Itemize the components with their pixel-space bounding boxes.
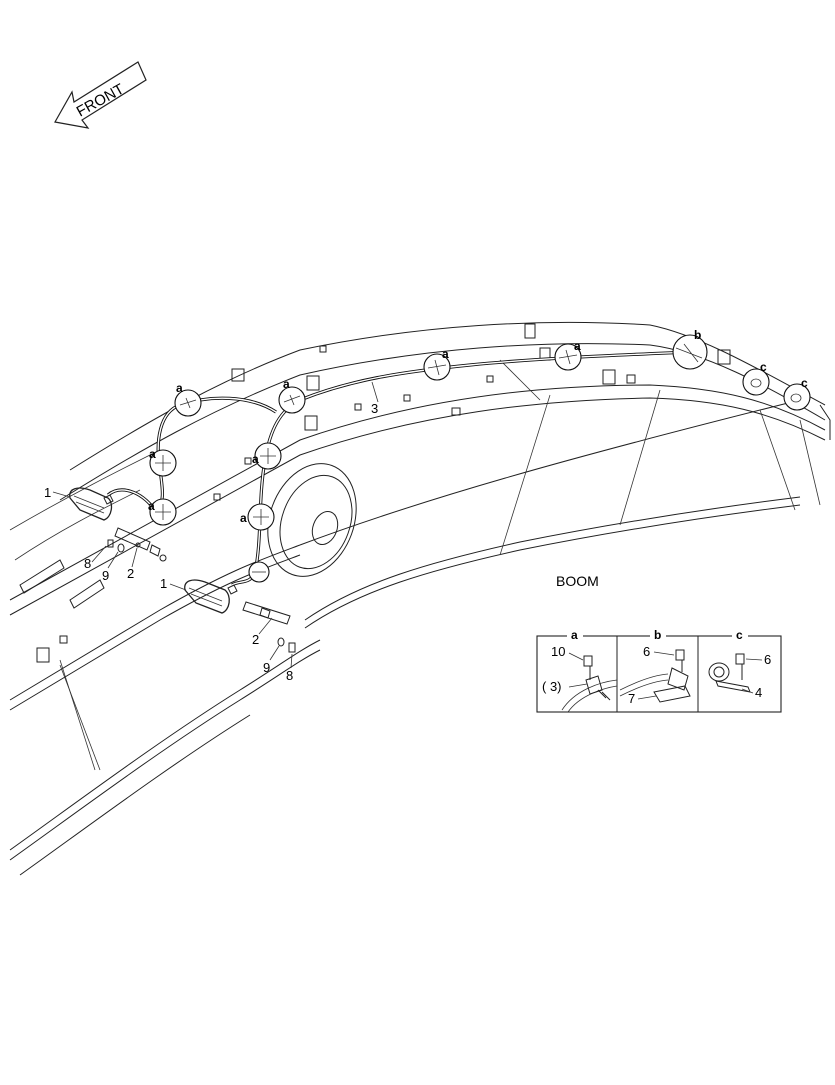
clamp-point-b: b bbox=[672, 328, 708, 370]
clamp-point-a-2: a bbox=[278, 377, 306, 414]
clamp-point-a-5: a bbox=[149, 447, 177, 477]
callout-lamp-1a: 1 bbox=[44, 485, 51, 500]
callout-bracket-2a: 2 bbox=[127, 566, 134, 581]
clamp-point-a-6: a bbox=[252, 442, 282, 470]
clamp-ref-a-7: a bbox=[148, 499, 155, 513]
detail-a-part-10: 10 bbox=[551, 644, 565, 659]
clamp-ref-a-2: a bbox=[283, 377, 290, 391]
callout-lamp-1b: 1 bbox=[160, 576, 167, 591]
callout-washer-9b: 9 bbox=[263, 660, 270, 675]
clamp-ref-a-3: a bbox=[442, 347, 449, 361]
clamp-point-a-8: a bbox=[240, 503, 275, 531]
clamp-ref-a-1: a bbox=[176, 381, 183, 395]
front-direction-arrow-icon: FRONT bbox=[54, 61, 147, 129]
clamp-point-a-4: a bbox=[554, 339, 582, 371]
detail-c-title: c bbox=[736, 628, 743, 642]
clamp-point-a-9 bbox=[248, 561, 270, 583]
work-lamp-upper: 1 bbox=[44, 485, 114, 521]
detail-c-drawing: 6 4 bbox=[708, 652, 771, 700]
detail-b-part-6: 6 bbox=[643, 644, 650, 659]
callout-bolt-8b: 8 bbox=[286, 668, 293, 683]
front-label: FRONT bbox=[74, 81, 127, 121]
detail-panel: a b c 10 ( 3) 6 7 bbox=[536, 628, 782, 713]
detail-b-drawing: 6 7 bbox=[619, 644, 691, 706]
callout-harness-3: 3 bbox=[371, 401, 378, 416]
clamp-ref-a-6: a bbox=[252, 452, 259, 466]
detail-a-title: a bbox=[571, 628, 578, 642]
clamp-ref-b: b bbox=[694, 328, 701, 342]
clamp-ref-a-4: a bbox=[574, 339, 581, 353]
work-lamp-lower: 1 bbox=[160, 576, 238, 614]
clamp-point-a-3: a bbox=[423, 347, 451, 381]
detail-b-title: b bbox=[654, 628, 661, 642]
detail-c-part-6: 6 bbox=[764, 652, 771, 667]
callout-washer-9a: 9 bbox=[102, 568, 109, 583]
lamp-bracket-upper: 2 9 8 bbox=[84, 527, 167, 583]
boom-structure bbox=[9, 321, 831, 876]
clamp-ref-c-1: c bbox=[760, 360, 767, 374]
detail-a-drawing: 10 ( 3) bbox=[542, 644, 618, 713]
callout-bracket-2b: 2 bbox=[252, 632, 259, 647]
clamp-ref-a-5: a bbox=[149, 447, 156, 461]
wiring-harness bbox=[106, 350, 691, 587]
clamp-point-c-2: c bbox=[783, 376, 811, 411]
clamp-point-a-1: a bbox=[174, 381, 202, 417]
clamp-ref-a-8: a bbox=[240, 511, 247, 525]
callout-bolt-8a: 8 bbox=[84, 556, 91, 571]
assembly-label: BOOM bbox=[556, 573, 599, 589]
detail-c-part-4: 4 bbox=[755, 685, 762, 700]
lamp-bracket-lower: 2 9 8 bbox=[242, 601, 296, 683]
clamp-point-c-1: c bbox=[742, 360, 770, 396]
clamp-ref-c-2: c bbox=[801, 376, 808, 390]
clamp-point-a-7: a bbox=[148, 498, 177, 526]
detail-a-part-3: ( 3) bbox=[542, 679, 562, 694]
detail-b-part-7: 7 bbox=[628, 691, 635, 706]
